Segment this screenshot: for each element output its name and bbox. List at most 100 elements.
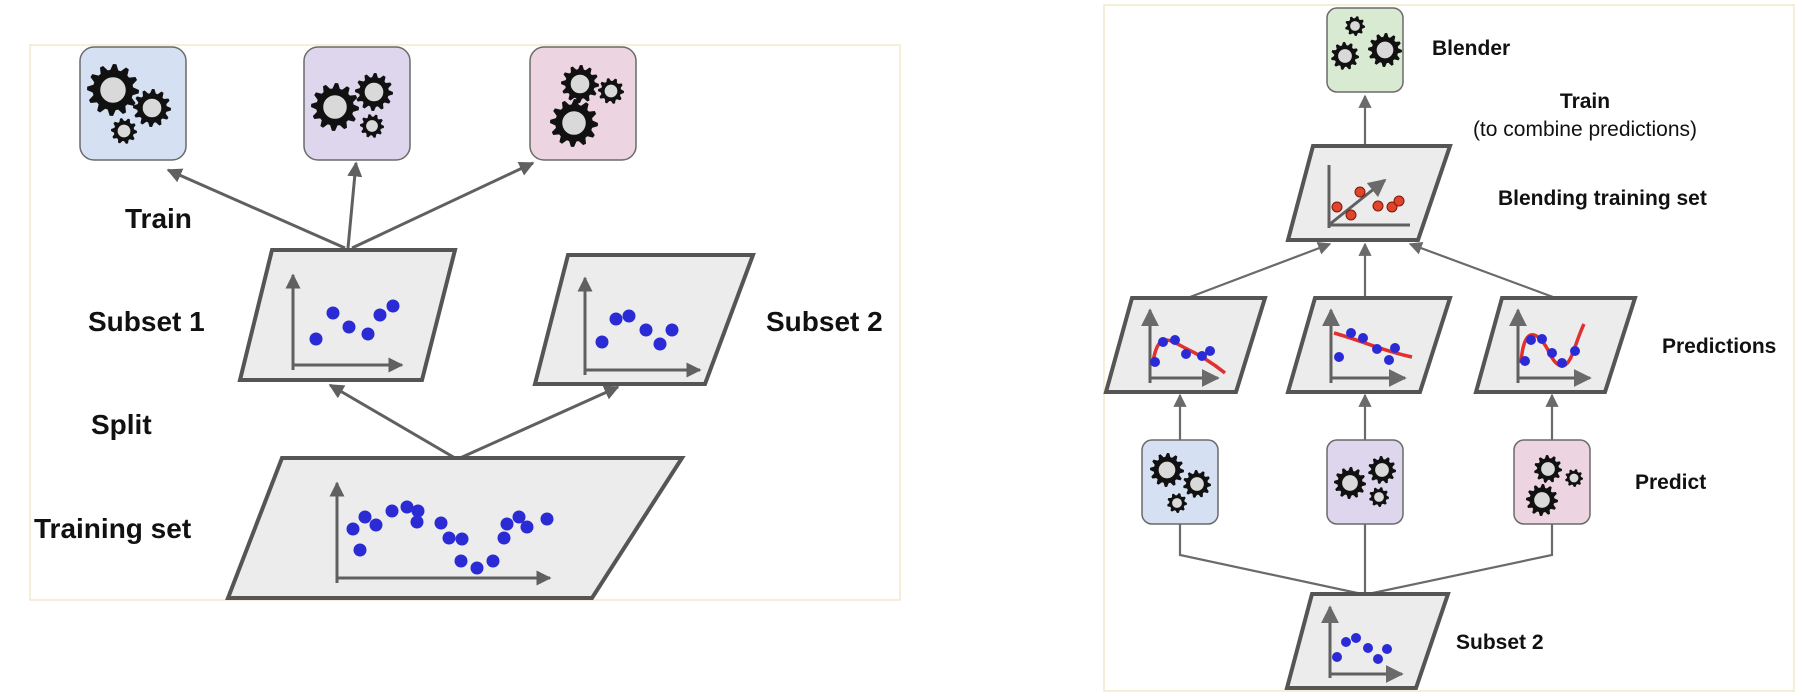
gear-hub (97, 74, 129, 106)
feed-line-3 (1367, 524, 1554, 596)
data-point (353, 543, 367, 557)
gear-hub (1539, 460, 1557, 478)
data-point (1332, 652, 1342, 662)
train-label: Train (125, 203, 192, 234)
data-point (1520, 356, 1530, 366)
gear-hub (1373, 461, 1391, 479)
data-point (1351, 633, 1361, 643)
gears-icon (550, 65, 624, 147)
gears-icon (1331, 16, 1402, 70)
blender-label: Blender (1432, 37, 1510, 60)
gear-hub (362, 80, 386, 104)
data-points (1332, 633, 1392, 664)
data-point (1205, 346, 1215, 356)
data-point (1372, 200, 1384, 212)
data-point (470, 561, 484, 575)
data-points (309, 299, 400, 346)
data-point (1570, 346, 1580, 356)
data-point (653, 337, 667, 351)
data-point (1341, 637, 1351, 647)
blending-training-set-label: Blending training set (1498, 187, 1707, 210)
data-point (369, 518, 383, 532)
data-point (1150, 357, 1160, 367)
feed-line-1 (1178, 524, 1363, 596)
data-point (1526, 335, 1536, 345)
subset2-plate (532, 253, 756, 386)
right-subset2-plate (1284, 592, 1451, 690)
gear-hub (1532, 490, 1552, 510)
diagonal-axis (1329, 178, 1387, 226)
gear-hub (603, 83, 619, 99)
data-point (411, 504, 425, 518)
predictor-box (303, 46, 411, 161)
gear-hub (116, 123, 132, 139)
gear-hub (140, 96, 164, 120)
data-points (595, 309, 679, 351)
plate (237, 248, 458, 382)
data-point (1393, 195, 1405, 207)
data-points (1150, 335, 1215, 367)
blending-training-set-plate (1285, 144, 1453, 242)
gears-icon (311, 73, 393, 138)
data-point (512, 510, 526, 524)
prediction-arrow-3 (1408, 241, 1554, 299)
data-point (1372, 344, 1382, 354)
gear-hub (1156, 459, 1178, 481)
data-point (1354, 186, 1366, 198)
data-point (309, 332, 323, 346)
train-note-label: (to combine predictions) (1473, 118, 1697, 141)
data-point (1158, 337, 1168, 347)
train-arrow-2 (346, 161, 363, 249)
data-point (1382, 644, 1392, 654)
gear-hub (1336, 47, 1354, 65)
data-point (595, 335, 609, 349)
gears-icon (1150, 453, 1211, 513)
data-points (1520, 334, 1580, 368)
left-predictor-purple (303, 46, 411, 161)
left-predictor-pink (529, 46, 637, 161)
data-point (1345, 209, 1357, 221)
data-point (1197, 351, 1207, 361)
data-point (1557, 358, 1567, 368)
train-label: Train (1560, 90, 1610, 113)
data-points (1334, 328, 1400, 365)
right-predictor-purple (1326, 439, 1404, 525)
data-point (622, 309, 636, 323)
data-points (346, 500, 554, 575)
data-point (442, 531, 456, 545)
data-point (540, 512, 554, 526)
training-set-label: Training set (34, 513, 191, 544)
data-point (1363, 643, 1373, 653)
data-point (497, 531, 511, 545)
predict-label: Predict (1635, 471, 1706, 494)
data-points (1331, 186, 1405, 221)
gears-icon (1526, 455, 1583, 516)
data-point (1537, 334, 1547, 344)
data-point (326, 306, 340, 320)
data-point (1547, 348, 1557, 358)
data-point (400, 500, 414, 514)
data-point (1331, 201, 1343, 213)
prediction-curve (1333, 331, 1413, 359)
blender-box (1326, 7, 1404, 93)
gear-hub (1348, 19, 1362, 33)
gears-icon (87, 64, 171, 144)
prediction-plate-3 (1473, 296, 1638, 394)
gear-hub (1188, 475, 1206, 493)
gear-hub (1170, 496, 1184, 510)
train-arrow-3 (351, 161, 535, 250)
data-point (342, 320, 356, 334)
data-point (385, 504, 399, 518)
prediction-plate-2 (1285, 296, 1453, 394)
data-point (609, 312, 623, 326)
data-point (455, 532, 469, 546)
data-point (486, 554, 500, 568)
data-point (1373, 654, 1383, 664)
data-point (1358, 333, 1368, 343)
right-panel-frame (1103, 4, 1795, 692)
subset2-label: Subset 2 (1456, 631, 1544, 654)
data-point (358, 510, 372, 524)
subset1-label: Subset 1 (88, 306, 205, 337)
right-panel: Blender Train (to combine predictions) B… (1103, 4, 1795, 692)
